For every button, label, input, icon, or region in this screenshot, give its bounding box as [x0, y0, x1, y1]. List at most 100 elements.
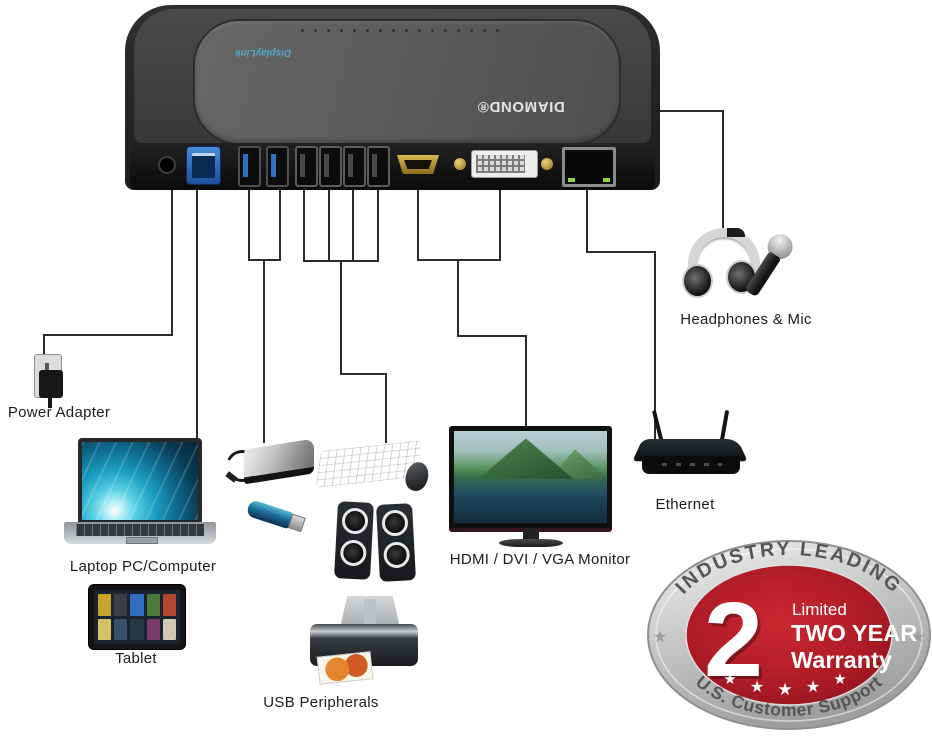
- laptop-trackpad: [126, 537, 158, 544]
- connector-line: [525, 335, 527, 427]
- badge-year-text: TWO YEAR: [791, 620, 917, 646]
- badge-star-left-icon: ★: [653, 629, 667, 646]
- badge-number-shadow: 2: [707, 584, 766, 702]
- microphone-image: [744, 229, 813, 312]
- connector-line: [43, 334, 173, 336]
- laptop-label: Laptop PC/Computer: [69, 558, 217, 575]
- diamond-brand-logo: DIAMOND®: [477, 98, 565, 115]
- connector-line: [586, 251, 656, 253]
- connector-line: [43, 334, 45, 360]
- laptop-base: [64, 522, 216, 544]
- dvi-screw-left: [454, 158, 466, 170]
- vent-holes: [301, 29, 499, 32]
- connector-line: [279, 188, 281, 261]
- monitor-image: [449, 426, 614, 554]
- connector-line: [303, 188, 305, 262]
- warranty-badge: INDUSTRY LEADING U.S. Customer Support ★…: [644, 538, 932, 734]
- warranty-badge-svg: INDUSTRY LEADING U.S. Customer Support ★…: [647, 538, 931, 730]
- connector-line: [340, 260, 342, 375]
- router-front: [642, 456, 740, 474]
- usb-peripherals-label: USB Peripherals: [263, 694, 379, 711]
- power-adapter-label: Power Adapter: [7, 404, 111, 421]
- connector-line: [377, 188, 379, 262]
- hdmi-port: [397, 155, 439, 174]
- docking-station: DisplayLink DIAMOND®: [125, 5, 660, 190]
- speaker-right: [376, 503, 416, 582]
- connector-line: [457, 259, 459, 337]
- connector-line: [352, 188, 354, 262]
- connector-line: [586, 188, 588, 253]
- connector-line: [417, 190, 419, 261]
- ethernet-router-image: [632, 409, 748, 492]
- mountain-large: [478, 438, 574, 479]
- adapter-cord: [48, 397, 52, 408]
- monitor-stand: [499, 539, 563, 547]
- usb2-port-3: [343, 146, 366, 187]
- monitor-bezel: [449, 426, 612, 532]
- usb-flash-drive-image: [242, 486, 313, 546]
- ear-cup-left: [682, 264, 713, 298]
- headphones-image: [681, 226, 760, 312]
- monitor-label: HDMI / DVI / VGA Monitor: [449, 551, 631, 568]
- drive-body: [244, 438, 314, 485]
- tablet-label: Tablet: [115, 650, 157, 667]
- speakers-image: [334, 500, 418, 584]
- usb-b-host-port: [186, 146, 221, 185]
- laptop-lid: [78, 438, 202, 524]
- monitor-screen: [454, 431, 607, 523]
- tablet-screen: [94, 590, 180, 644]
- usb2-port-1: [295, 146, 318, 187]
- printer-paper-tray: [340, 596, 400, 628]
- laptop-screen: [82, 442, 198, 520]
- flash-drive-body: [245, 498, 293, 529]
- badge-warranty-text: Warranty: [791, 647, 892, 673]
- usb2-port-2: [319, 146, 342, 187]
- speaker-left: [334, 501, 374, 580]
- badge-bottom-star-icon: ★: [750, 679, 764, 696]
- badge-bottom-star-icon: ★: [777, 680, 792, 699]
- ethernet-label: Ethernet: [655, 496, 715, 513]
- connector-line: [658, 110, 724, 112]
- monitor-neck: [523, 528, 539, 540]
- dc-power-jack: [158, 156, 176, 174]
- connector-line: [654, 251, 656, 443]
- connector-line: [328, 188, 330, 262]
- badge-rim-highlight: [655, 548, 923, 722]
- badge-bottom-star-icon: ★: [833, 671, 846, 688]
- dvi-body: [471, 150, 538, 178]
- connector-line: [499, 190, 501, 261]
- badge-limited-text: Limited: [792, 600, 847, 619]
- printed-photo: [316, 651, 374, 685]
- power-adapter-image: [26, 352, 74, 408]
- usb3-port-2: [266, 146, 289, 187]
- connector-line: [385, 373, 387, 443]
- connector-line: [171, 188, 173, 336]
- badge-star-right-icon: ★: [911, 629, 925, 646]
- connector-line: [340, 373, 387, 375]
- connector-line: [457, 335, 527, 337]
- ethernet-port: [562, 147, 616, 187]
- dvi-port: [454, 149, 553, 178]
- external-dvd-drive-image: [221, 438, 316, 490]
- keyboard-mouse-image: [315, 440, 436, 496]
- usb3-port-1: [238, 146, 261, 187]
- printer-image: [310, 596, 422, 685]
- tablet-image: [88, 584, 186, 650]
- connector-line: [263, 259, 265, 443]
- usb2-port-4: [367, 146, 390, 187]
- dvi-screw-right: [541, 158, 553, 170]
- connector-line: [248, 188, 250, 261]
- adapter-body: [39, 370, 63, 398]
- laptop-image: [64, 438, 216, 548]
- badge-red-center: [685, 564, 893, 706]
- headphones-label: Headphones & Mic: [680, 311, 812, 328]
- badge-bottom-star-icon: ★: [806, 679, 820, 696]
- badge-number: 2: [704, 581, 763, 699]
- headband: [688, 228, 760, 275]
- dock-top-recess: [193, 19, 621, 145]
- dock-port-panel: [130, 143, 655, 190]
- flash-drive-connector: [287, 513, 306, 532]
- connector-line: [417, 259, 501, 261]
- laptop-keyboard: [76, 524, 204, 536]
